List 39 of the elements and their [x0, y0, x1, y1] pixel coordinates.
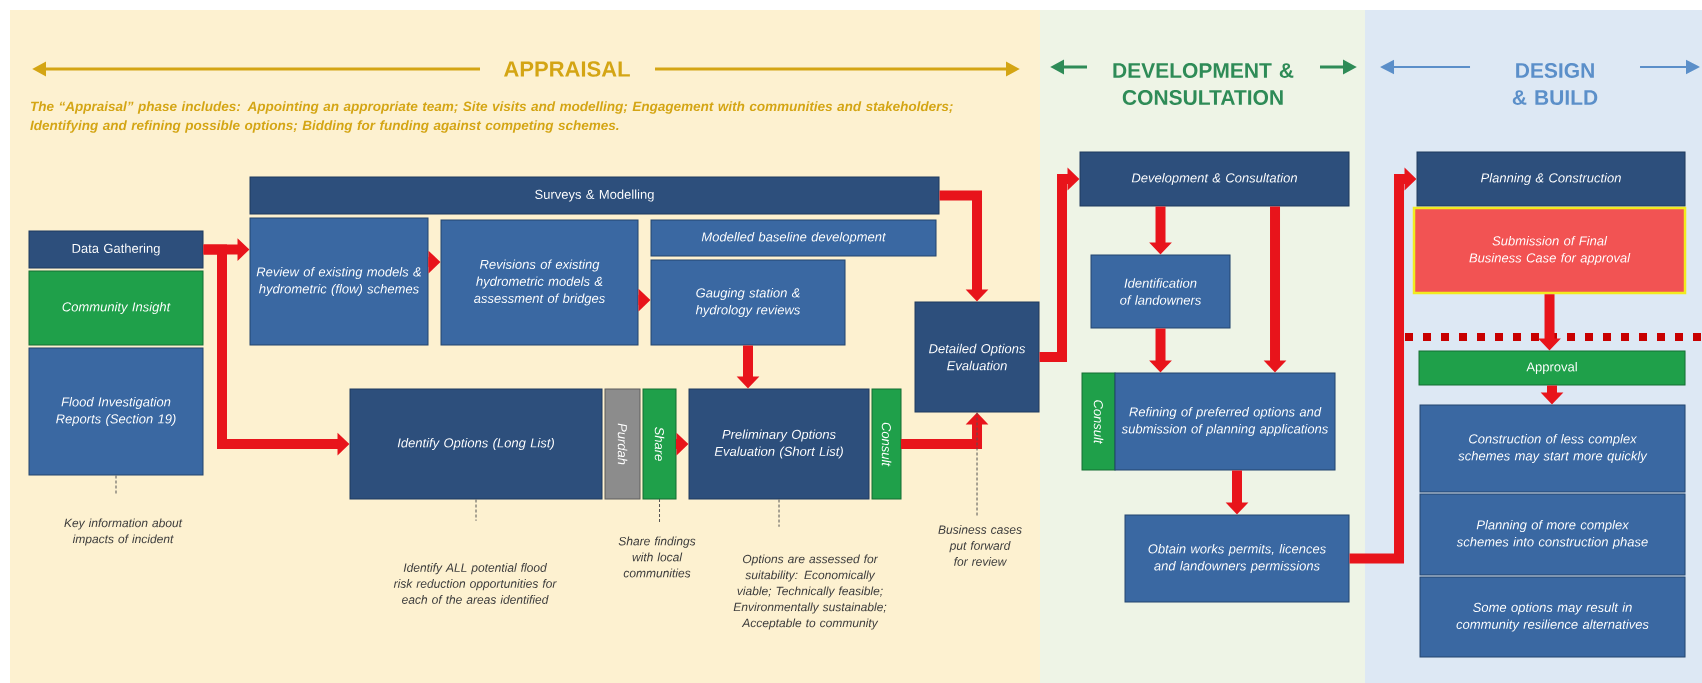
- process-box: Gauging station & hydrology reviews: [650, 259, 846, 346]
- phase-description: The “Appraisal” phase includes: Appointing an appropriate team; Site visits and modelling; Engagement with communities and stakeholders; Identifying and refining possible options; Bidding for funding against competing schemes.: [30, 101, 953, 133]
- process-box: Consult: [1081, 372, 1116, 471]
- process-box: Flood Investigation Reports (Section 19): [28, 347, 204, 476]
- note-text: Share findings with local communities: [618, 536, 696, 578]
- box-header: Surveys & Modelling: [249, 176, 940, 215]
- note-text: Key information about impacts of incident: [64, 518, 183, 546]
- process-box: Approval: [1418, 350, 1686, 386]
- process-box: Construction of less complex schemes may start more quickly: [1419, 404, 1686, 493]
- leader-line: [659, 498, 660, 525]
- process-box: Planning & Construction: [1416, 151, 1686, 207]
- process-box: Submission of Final Business Case for approval: [1412, 206, 1687, 295]
- phase-heading: DESIGN & BUILD: [1512, 63, 1598, 105]
- process-box: Planning of more complex schemes into construction phase: [1419, 493, 1686, 576]
- process-box: Consult: [871, 388, 902, 500]
- process-box: Development & Consultation: [1079, 151, 1350, 207]
- process-box: Community Insight: [28, 270, 204, 346]
- note-text: Business cases put forward for review: [938, 525, 1022, 566]
- leader-line: [115, 475, 117, 495]
- phase-heading: DEVELOPMENT & CONSULTATION: [1113, 63, 1294, 105]
- phase-heading: APPRAISAL: [504, 61, 630, 77]
- process-box: Preliminary Options Evaluation (Short List): [688, 388, 870, 500]
- process-box: Revisions of existing hydrometric models & assessment of bridges: [440, 219, 639, 346]
- process-box: Identify Options (Long List): [349, 388, 603, 500]
- process-box: Detailed Options Evaluation: [914, 301, 1040, 413]
- process-box: Identification of landowners: [1090, 254, 1231, 329]
- note-text: Options are assessed for suitability: Economically viable; Technically feasible; Environmentally sustainable; Acceptable to community: [733, 554, 887, 630]
- process-box: Modelled baseline development: [650, 219, 937, 257]
- note-text: Identify ALL potential flood risk reduction opportunities for each of the areas identified: [393, 563, 557, 604]
- process-box: Purdah: [604, 388, 641, 500]
- process-box: Refining of preferred options and submission of planning applications: [1114, 372, 1336, 471]
- box-header: Data Gathering: [28, 230, 204, 269]
- process-box: Some options may result in community resilience alternatives: [1419, 576, 1686, 658]
- leader-line: [778, 499, 780, 528]
- process-box: Review of existing models & hydrometric (flow) schemes: [249, 217, 429, 346]
- leader-line: [475, 499, 477, 522]
- leader-line: [976, 412, 978, 517]
- process-box: Share: [642, 388, 677, 500]
- process-box: Obtain works permits, licences and landowners permissions: [1124, 514, 1350, 603]
